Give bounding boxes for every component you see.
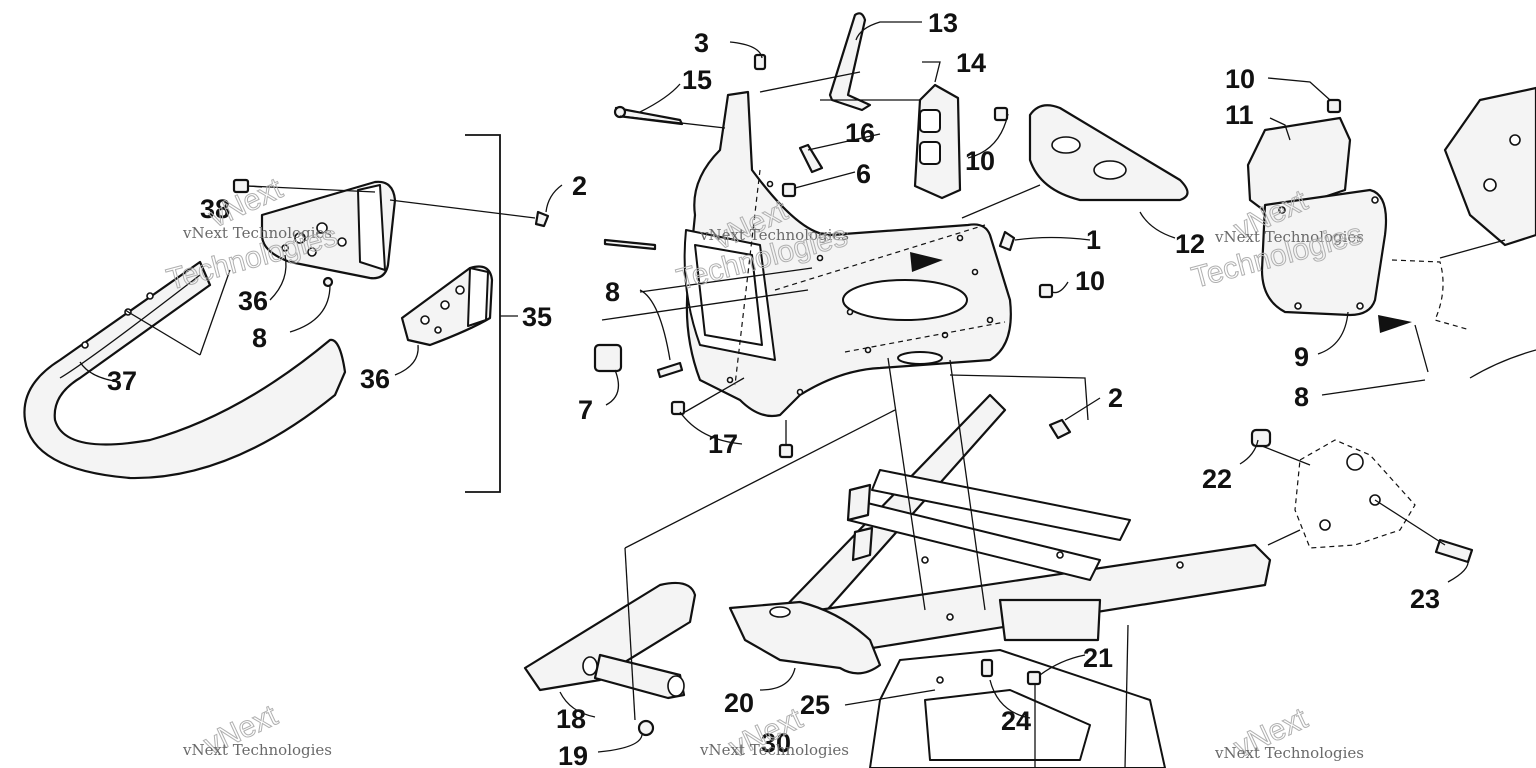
hidden-outline-right xyxy=(1391,259,1471,331)
fastener-group xyxy=(322,53,1072,459)
part-tow-bracket-18 xyxy=(523,581,697,737)
rivet-19 xyxy=(637,719,655,737)
part-front-frame xyxy=(778,393,1272,652)
callout-10-mid: 10 xyxy=(1075,266,1105,296)
group-bracket-35 xyxy=(465,134,501,493)
svg-text:vNext Technologies: vNext Technologies xyxy=(182,224,332,242)
callout-1: 1 xyxy=(1086,225,1101,255)
clip-16 xyxy=(798,143,824,174)
part-lever-13 xyxy=(828,12,872,112)
part-bracket-left-upper xyxy=(260,180,397,280)
callout-30: 30 xyxy=(761,728,791,758)
callout-36-lower: 36 xyxy=(360,364,390,394)
nut-10-top xyxy=(993,106,1009,122)
direction-arrow-front xyxy=(910,252,943,272)
callout-18: 18 xyxy=(556,704,586,734)
callout-8-right: 8 xyxy=(1294,382,1309,412)
callout-19: 19 xyxy=(558,741,588,768)
callout-14: 14 xyxy=(956,48,986,78)
callout-15: 15 xyxy=(682,65,712,95)
callout-21: 21 xyxy=(1083,643,1113,673)
callout-16: 16 xyxy=(845,118,875,148)
watermark-left-bottom: vNext vNext Technologies xyxy=(182,698,332,762)
callout-10-top: 10 xyxy=(965,146,995,176)
callout-22: 22 xyxy=(1202,464,1232,494)
part-mount-bracket-20 xyxy=(728,600,882,675)
part-top-plate-12 xyxy=(1028,104,1189,202)
part-block-14 xyxy=(913,83,962,200)
clip-2-left xyxy=(534,210,550,228)
screw-17a xyxy=(670,400,686,416)
watermarks: vNext vNext Technologies Technologies vN… xyxy=(163,171,1367,765)
rivet-8-upper xyxy=(603,238,657,251)
rivet-8-left xyxy=(322,276,334,288)
screw-24 xyxy=(980,658,994,678)
part-front-nose-panel xyxy=(683,90,1012,418)
callout-8-left: 8 xyxy=(252,323,267,353)
callout-10-right: 10 xyxy=(1225,64,1255,94)
bumper-pad-7 xyxy=(593,343,623,373)
callout-8-center: 8 xyxy=(605,277,620,307)
callout-7: 7 xyxy=(578,395,593,425)
clip-2-mid xyxy=(1048,418,1072,440)
nut-6 xyxy=(781,182,797,198)
callout-23: 23 xyxy=(1410,584,1440,614)
screw-21 xyxy=(1026,670,1042,686)
svg-text:vNext Technologies: vNext Technologies xyxy=(699,226,849,244)
callout-35: 35 xyxy=(522,302,552,332)
callout-17: 17 xyxy=(708,429,738,459)
part-side-plate xyxy=(1250,428,1474,564)
nut-10-mid xyxy=(1038,283,1054,299)
callout-2-mid: 2 xyxy=(1108,383,1123,413)
callout-13: 13 xyxy=(928,8,958,38)
callout-24: 24 xyxy=(1001,706,1031,736)
callout-9: 9 xyxy=(1294,342,1309,372)
watermark-left-top: vNext vNext Technologies Technologies xyxy=(163,171,342,297)
part-control-module xyxy=(1246,98,1388,317)
callout-labels: 1 2 2 3 6 7 8 8 8 9 10 10 10 11 12 13 14… xyxy=(107,8,1440,768)
part-bumper-bar xyxy=(23,260,347,480)
callout-3: 3 xyxy=(694,28,709,58)
direction-arrow-right xyxy=(1378,315,1412,333)
screw-3 xyxy=(753,53,767,71)
rivet-8-lower xyxy=(656,361,684,379)
clip-1 xyxy=(998,230,1016,252)
svg-text:vNext Technologies: vNext Technologies xyxy=(1214,228,1364,246)
callout-20: 20 xyxy=(724,688,754,718)
part-right-mount xyxy=(1443,86,1536,247)
nut-10-right xyxy=(1326,98,1342,114)
nut-22 xyxy=(1250,428,1272,448)
svg-text:vNext Technologies: vNext Technologies xyxy=(182,741,332,759)
part-bracket-left-lower xyxy=(400,265,494,347)
callout-2-left: 2 xyxy=(572,171,587,201)
callout-38: 38 xyxy=(200,194,230,224)
callout-12: 12 xyxy=(1175,229,1205,259)
svg-text:vNext Technologies: vNext Technologies xyxy=(1214,744,1364,762)
screw-17b xyxy=(778,443,794,459)
callout-37: 37 xyxy=(107,366,137,396)
callout-25: 25 xyxy=(800,690,830,720)
callout-36-upper: 36 xyxy=(238,286,268,316)
watermark-right-bottom: vNext vNext Technologies xyxy=(1214,701,1364,765)
part-skid-plate xyxy=(869,649,1166,768)
watermark-center-top: vNext vNext Technologies Technologies xyxy=(673,193,852,297)
svg-text:vNext Technologies: vNext Technologies xyxy=(699,741,849,759)
callout-6: 6 xyxy=(856,159,871,189)
leader-lines xyxy=(79,21,1536,768)
callout-11: 11 xyxy=(1225,100,1254,130)
